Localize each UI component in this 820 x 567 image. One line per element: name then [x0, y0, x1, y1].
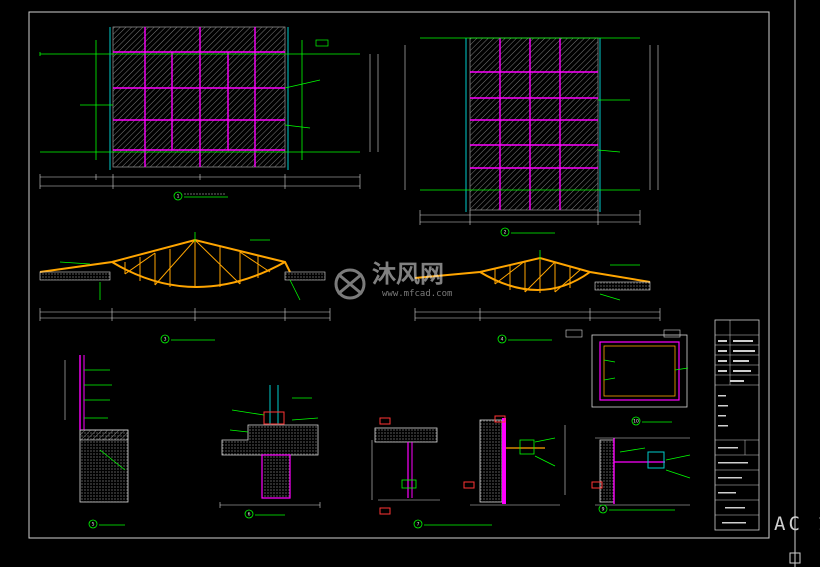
column-joint-detail-8: [463, 415, 566, 506]
detail-number-4: [497, 334, 507, 344]
detail-number-label-9: 9: [602, 507, 605, 513]
detail-number-label-7: 7: [417, 522, 420, 528]
detail-number-3: [160, 334, 170, 344]
eave-detail-9: [591, 437, 691, 514]
detail-number-6: [244, 509, 254, 519]
detail-number-label-4: 4: [501, 337, 504, 343]
detail-number-1: [173, 191, 183, 201]
detail-number-label-10: 10: [633, 419, 639, 425]
watermark-url: www.mfcad.com: [382, 289, 453, 299]
detail-number-label-1: 1: [177, 194, 180, 200]
detail-number-label-3: 3: [164, 337, 167, 343]
roof-plan-detail-1: [39, 26, 379, 201]
detail-number-label-6: 6: [248, 512, 251, 518]
truss-section-4: [414, 250, 661, 344]
detail-number-5: [88, 519, 98, 529]
watermark-brand: 沐风网: [372, 260, 444, 288]
detail-number-9: [598, 504, 608, 514]
detail-number-label-2: 2: [504, 230, 507, 236]
wall-detail-5: [64, 355, 129, 529]
detail-number-10: [631, 416, 641, 426]
sheet-corner-marker: [789, 552, 801, 564]
title-block: [714, 319, 760, 531]
watermark-logo-icon: [334, 268, 366, 300]
skylight-detail-10: [565, 329, 689, 426]
sheet-code-label: AC 1: [774, 513, 820, 535]
roof-plan-detail-2: [404, 37, 659, 237]
truss-section-3: [39, 232, 331, 344]
detail-number-label-5: 5: [92, 522, 95, 528]
detail-number-7: [413, 519, 423, 529]
beam-detail-6: [219, 385, 321, 519]
gutter-detail-7: [371, 417, 492, 529]
detail-number-2: [500, 227, 510, 237]
sheet-border-outer: [28, 11, 770, 539]
